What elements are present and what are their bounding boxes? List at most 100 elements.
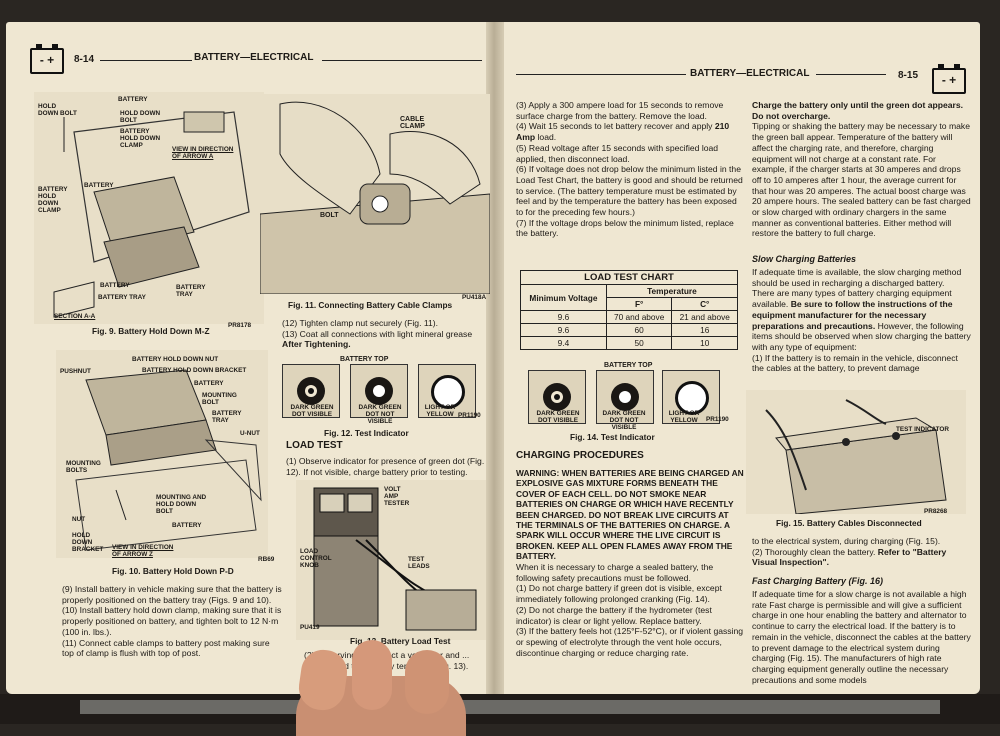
fig10-label: BATTERY HOLD DOWN NUT <box>132 356 219 363</box>
step-10: (10) Install battery hold down clamp, ma… <box>62 605 282 637</box>
fig12-caption: Fig. 12. Test Indicator <box>324 428 409 438</box>
right-page-number: 8-15 <box>898 70 919 81</box>
fig9-label: BATTERY HOLD DOWN CLAMP <box>38 186 68 214</box>
slow-charging-text: If adequate time is available, the slow … <box>752 267 972 374</box>
indicator-green-dot-visible <box>282 364 340 418</box>
indicator-ring <box>675 381 709 415</box>
header-rule <box>516 74 686 76</box>
charging-procedures-title: CHARGING PROCEDURES <box>516 450 644 461</box>
fig11-label: BOLT <box>320 212 339 219</box>
charging-step-3: (3) If the battery feels hot (125°F-52°C… <box>516 626 744 658</box>
fig10-label: NUT <box>72 516 86 523</box>
figure-10-drawing <box>75 369 262 551</box>
right-col1-bottom: When it is necessary to charge a sealed … <box>516 562 744 658</box>
fig9-code: PR8178 <box>228 322 252 329</box>
step-9: (9) Install battery in vehicle making su… <box>62 584 282 605</box>
step-5: (5) Read voltage after 15 seconds with s… <box>516 142 719 164</box>
figure-13-drawing <box>313 487 477 631</box>
header-rule <box>100 60 192 62</box>
battery-icon: - + <box>932 64 966 94</box>
fig12-label: DARK GREEN DOT VISIBLE <box>290 404 334 418</box>
fig12-label: DARK GREEN DOT NOT VISIBLE <box>358 404 402 425</box>
fig10-label: PUSHNUT <box>60 368 91 375</box>
right-page <box>498 22 980 694</box>
indicator-green-dot-visible <box>528 370 586 424</box>
fig9-label: VIEW IN DIRECTION OF ARROW A <box>172 146 234 160</box>
fig14-caption: Fig. 14. Test Indicator <box>570 432 655 442</box>
fig13-label: VOLT AMP TESTER <box>384 486 410 507</box>
fig9-label: HOLD DOWN BOLT <box>120 110 161 124</box>
fig14-label: LIGHT OR YELLOW <box>668 410 700 424</box>
charging-step-2: (2) Do not charge the battery if the hyd… <box>516 604 712 626</box>
fast-charging-title: Fast Charging Battery (Fig. 16) <box>752 576 884 586</box>
right-header-title: BATTERY—ELECTRICAL <box>690 68 810 79</box>
indicator-dot <box>551 391 563 403</box>
fig15-label: TEST INDICATOR <box>896 426 950 433</box>
fig15-code: PR8268 <box>924 508 948 515</box>
fig9-label: BATTERY <box>118 96 148 103</box>
fast-charging-text: If adequate time for a slow charge is no… <box>752 589 971 685</box>
slow-charging-step-1: (1) If the battery is to remain in the v… <box>752 352 958 374</box>
fig13-label: LOAD CONTROL KNOB <box>300 548 332 569</box>
fig11-code: PU418A <box>462 294 487 301</box>
after-tightening: After Tightening. <box>282 339 351 350</box>
header-rule <box>322 60 482 62</box>
col-celsius: C° <box>671 297 738 311</box>
col-fahrenheit: F° <box>605 297 673 311</box>
figure-9-battery-hold-down-m-z <box>34 92 264 324</box>
figure-11-connecting-battery-cable-clamps <box>259 94 491 295</box>
indicator-green-dot-not-visible <box>350 364 408 418</box>
step-4: (4) Wait 15 seconds to let battery recov… <box>516 121 744 142</box>
cell-f: 50 <box>605 336 673 350</box>
indicator-ring <box>543 383 571 411</box>
finger <box>352 640 392 710</box>
cell-f: 70 and above <box>605 310 673 324</box>
figure-11-drawing <box>259 101 491 295</box>
overcharge-note: Charge the battery only until the green … <box>752 100 964 121</box>
fig13-label: TEST LEADS <box>408 556 430 570</box>
step-7: (7) If the voltage drops below the minim… <box>516 217 734 239</box>
fig12-code: PR1190 <box>458 412 481 419</box>
right-col2-after: to the electrical system, during chargin… <box>752 536 972 568</box>
step-12: (12) Tighten clamp nut securely (Fig. 11… <box>282 318 439 328</box>
load-test-text: (1) Observe indicator for presence of gr… <box>286 456 485 477</box>
cell-c: 10 <box>671 336 738 350</box>
slow-step-1-end: to the electrical system, during chargin… <box>752 536 941 546</box>
indicator-ring <box>365 377 393 405</box>
charging-warning: WARNING: WHEN BATTERIES ARE BEING CHARGE… <box>516 468 744 562</box>
battery-icon: - + <box>30 44 64 74</box>
charging-step-1: (1) Do not charge battery if green dot i… <box>516 583 722 605</box>
indicator-dot <box>305 385 317 397</box>
cell-f: 60 <box>605 323 673 337</box>
indicator-ring <box>431 375 465 409</box>
fig14-code: PR1190 <box>706 416 729 423</box>
fig9-label: BATTERY TRAY <box>98 294 146 301</box>
fig10-label: BATTERY TRAY <box>212 410 242 424</box>
cell-c: 21 and above <box>671 310 738 324</box>
clean-text: (2) Thoroughly clean the battery. <box>752 546 876 557</box>
figure-15-drawing <box>765 399 947 515</box>
fig13-code: PU419 <box>300 624 320 631</box>
step-11: (11) Connect cable clamps to battery pos… <box>62 637 270 659</box>
fig11-label: CABLE CLAMP <box>400 116 425 130</box>
figure-13-battery-load-test <box>296 480 486 640</box>
fig10-label: HOLD DOWN BRACKET <box>72 532 104 553</box>
right-col2-top: Charge the battery only until the green … <box>752 100 972 239</box>
indicator-green-dot-not-visible <box>596 370 654 424</box>
header-rule <box>816 74 886 76</box>
fig13-caption: Fig. 13. Battery Load Test <box>350 636 451 646</box>
indicator-dot <box>619 391 631 403</box>
fig10-label: U-NUT <box>240 430 260 437</box>
book-gutter <box>486 22 504 694</box>
left-mid-steps: (12) Tighten clamp nut securely (Fig. 11… <box>282 318 492 350</box>
amp-value: 210 Amp <box>516 121 730 143</box>
step-6: (6) If voltage does not drop below the m… <box>516 164 743 218</box>
indicator-light-or-yellow <box>662 370 720 424</box>
fig14-label: DARK GREEN DOT NOT VISIBLE <box>602 410 646 431</box>
step-13: (13) Coat all connections with light min… <box>282 328 473 339</box>
fig10-label: MOUNTING AND HOLD DOWN BOLT <box>156 494 207 515</box>
fig9-label: HOLD DOWN BOLT <box>38 103 77 117</box>
